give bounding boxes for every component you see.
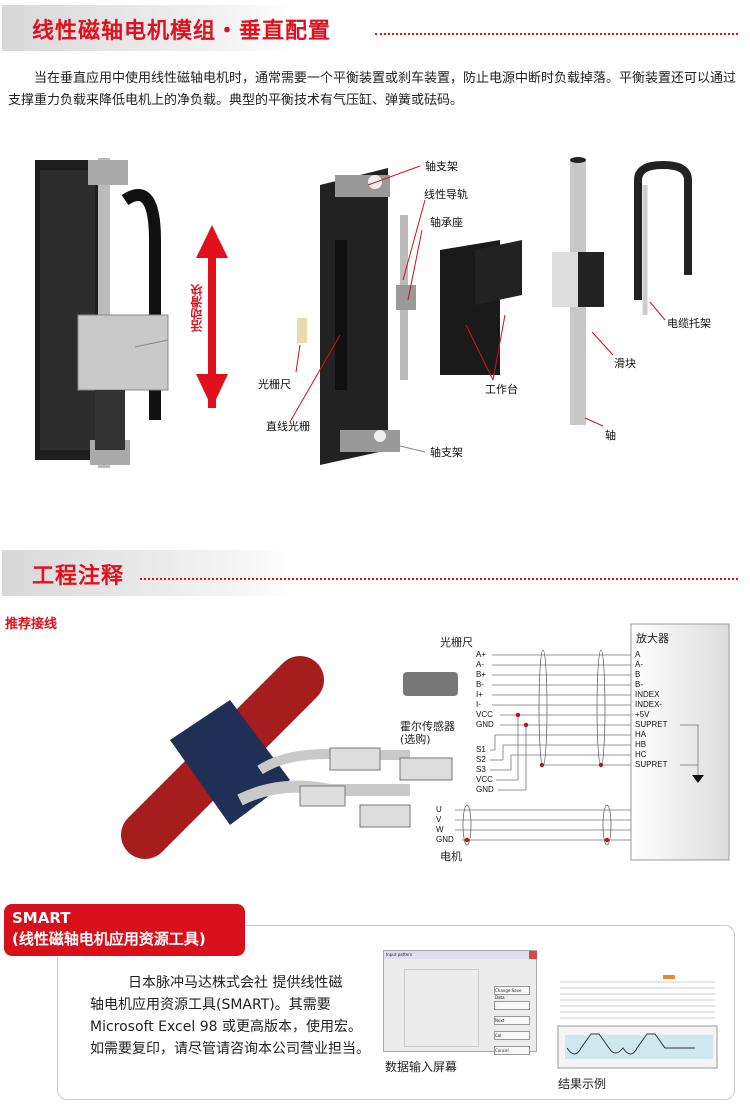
pin: HC [635, 750, 647, 759]
input-screen-caption: 数据输入屏幕 [385, 1060, 458, 1074]
pin: I- [476, 700, 481, 709]
hall-sensor-label: 霍尔传感器(选购) [400, 720, 455, 746]
pin: VCC [476, 775, 493, 784]
pin: A- [476, 660, 484, 669]
dialog-button: Next [494, 1016, 530, 1025]
pin: GND [476, 720, 494, 729]
pin: SUPRET [635, 760, 668, 769]
label-shaft: 轴 [605, 429, 616, 442]
section-title: 工程注释 [32, 564, 125, 589]
label-linear-encoder: 直线光栅 [266, 420, 310, 433]
pin: HA [635, 730, 647, 739]
pin: S3 [476, 765, 486, 774]
desc-line: 轴电机应用资源工具(SMART)。其需要 [90, 997, 331, 1013]
desc-line: 日本脉冲马达株式会社 提供线性磁 [128, 975, 343, 991]
intro-paragraph: 当在垂直应用中使用线性磁轴电机时，通常需要一个平衡装置或刹车装置，防止电源中断时… [8, 71, 737, 108]
pin: S2 [476, 755, 486, 764]
wiring-subtitle: 推荐接线 [5, 617, 58, 632]
pin: B+ [476, 670, 487, 679]
label-shaft-support-bottom: 轴支架 [430, 446, 463, 459]
dialog-fields [404, 969, 479, 1047]
amplifier-box [630, 623, 730, 861]
close-icon [529, 951, 537, 959]
header-background [2, 550, 292, 596]
amplifier-label: 放大器 [636, 632, 669, 645]
dialog-button: Cal [494, 1031, 530, 1040]
label-bearing-seat: 轴承座 [430, 216, 463, 229]
pin: HB [635, 740, 647, 749]
module-photo [35, 158, 169, 468]
wiring-diagram [121, 623, 730, 861]
dialog-titlebar: Input pattern [384, 951, 536, 959]
label-slider: 滑块 [614, 357, 636, 370]
hall-optional-text: (选购) [400, 733, 431, 746]
pin: B- [635, 680, 643, 689]
pin: B [635, 670, 641, 679]
dialog-button: ... [494, 1001, 530, 1010]
pin: +5V [635, 710, 650, 719]
desc-line: Microsoft Excel 98 或更高版本，使用宏。 [90, 1019, 362, 1035]
pin: A- [635, 660, 643, 669]
label-linear-guide: 线性导轨 [424, 188, 468, 201]
desc-line: 如需要复印，请尽管请咨询本公司营业担当。 [90, 1041, 370, 1057]
label-cable-carrier: 电缆托架 [667, 317, 711, 330]
dialog-button: Cancel [494, 1046, 530, 1055]
motor-illustration [121, 656, 458, 859]
vertical-motion-arrow [196, 225, 228, 408]
moving-slider-label: 活动滑块 [190, 284, 204, 332]
encoder-label: 光栅尺 [440, 636, 473, 649]
smart-title: SMART [12, 909, 71, 927]
motor-pins: U V W GND [436, 805, 454, 845]
smart-tab: SMART (线性磁轴电机应用资源工具) [4, 904, 245, 956]
pin: INDEX [635, 690, 660, 699]
pin: V [436, 815, 442, 824]
module-exploded-diagram [35, 157, 692, 468]
pin: I+ [476, 690, 483, 699]
pin: INDEX- [635, 700, 663, 709]
pin: VCC [476, 710, 493, 719]
dotted-divider [375, 33, 738, 35]
dotted-divider [140, 578, 738, 580]
result-example-thumbnail [555, 972, 720, 1070]
label-table: 工作台 [485, 383, 518, 396]
pin: GND [476, 785, 494, 794]
dialog-buttons: Change Save Data ... Next Cal Cancel [494, 986, 530, 1055]
section-header-engineering-notes: 工程注释 [0, 550, 750, 596]
amplifier-pins: A A- B B- INDEX INDEX- +5V SUPRET HA HB … [635, 650, 667, 770]
pin: U [436, 805, 442, 814]
dialog-button: Change Save Data [494, 986, 530, 1000]
label-shaft-support-top: 轴支架 [425, 160, 458, 173]
pin: B- [476, 680, 484, 689]
pin: W [436, 825, 444, 834]
label-scale: 光栅尺 [258, 378, 291, 391]
smart-description: 日本脉冲马达株式会社 提供线性磁 轴电机应用资源工具(SMART)。其需要 Mi… [90, 972, 380, 1060]
pin: A+ [476, 650, 487, 659]
pin: SUPRET [635, 720, 668, 729]
hall-sensor-text: 霍尔传感器 [400, 720, 455, 733]
section-header-vertical-config: 线性磁轴电机模组・垂直配置 [0, 5, 750, 51]
pin: A [635, 650, 641, 659]
pin: GND [436, 835, 454, 844]
encoder-pins: A+ A- B+ B- I+ I- VCC GND [476, 650, 494, 730]
motor-label: 电机 [440, 850, 462, 863]
result-example-caption: 结果示例 [558, 1077, 607, 1091]
header-background [2, 5, 292, 51]
pin: S1 [476, 745, 486, 754]
hall-pins: S1 S2 S3 VCC GND [476, 745, 494, 795]
smart-subtitle: (线性磁轴电机应用资源工具) [12, 930, 206, 948]
input-screen-thumbnail: Input pattern Change Save Data ... Next … [383, 950, 537, 1055]
section-title: 线性磁轴电机模组・垂直配置 [32, 19, 332, 44]
